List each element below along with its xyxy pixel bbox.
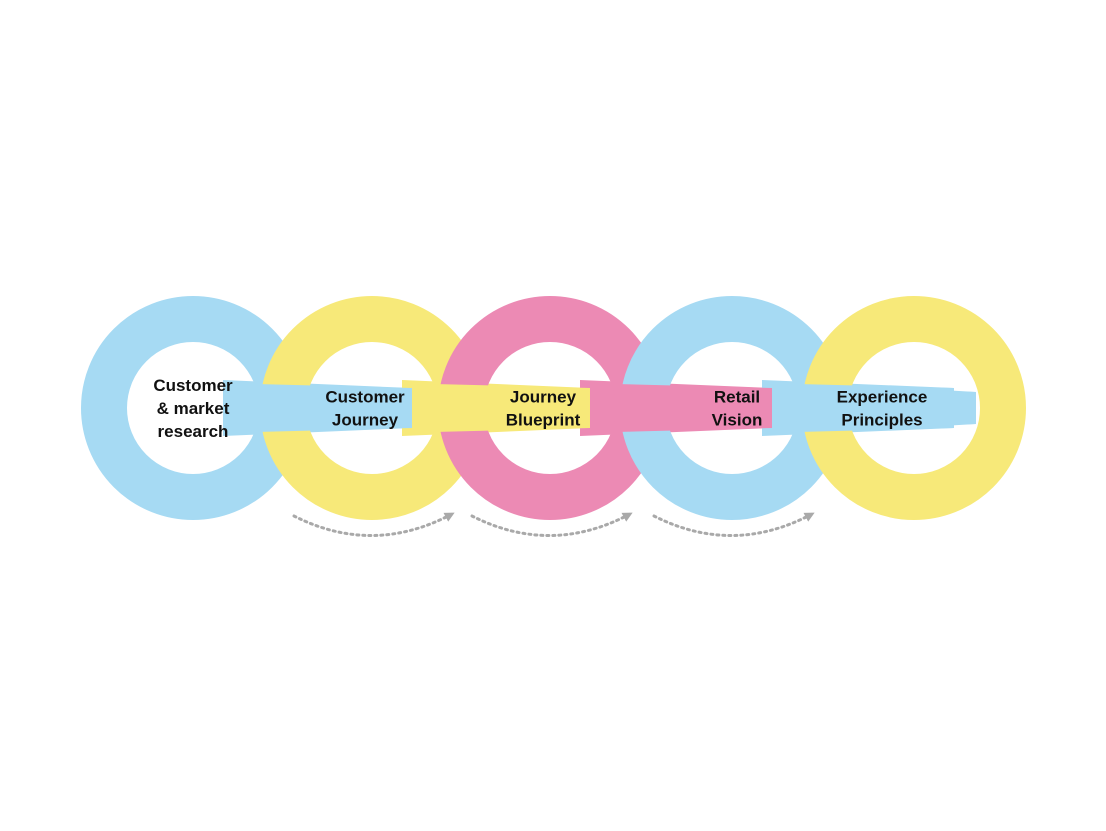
arrow-layer [292, 512, 815, 537]
ring-label-line: Vision [712, 411, 763, 430]
ring-layer [81, 296, 1026, 520]
connector-overlap-blueprint [616, 384, 772, 432]
connector-overlap-journey [434, 384, 590, 432]
ring-label-line: Principles [841, 411, 922, 430]
connector-overlap-research [256, 384, 412, 432]
ring-label-line: & market [157, 399, 230, 418]
flow-arrow-journey-to-blueprint [292, 512, 455, 537]
ring-label-line: research [158, 422, 229, 441]
connector-overlap-principles [798, 386, 976, 430]
ring-label-line: Retail [714, 388, 760, 407]
ring-label-line: Customer [325, 388, 405, 407]
ring-label-research: Customer & market research [153, 376, 233, 441]
ring-label-line: Customer [153, 376, 233, 395]
flow-arrow-blueprint-to-vision [470, 512, 633, 537]
ring-label-line: Journey [332, 411, 399, 430]
ring-label-line: Blueprint [506, 411, 581, 430]
ring-label-line: Experience [837, 388, 928, 407]
ring-label-line: Journey [510, 388, 577, 407]
flow-arrow-vision-to-principles [652, 512, 815, 537]
